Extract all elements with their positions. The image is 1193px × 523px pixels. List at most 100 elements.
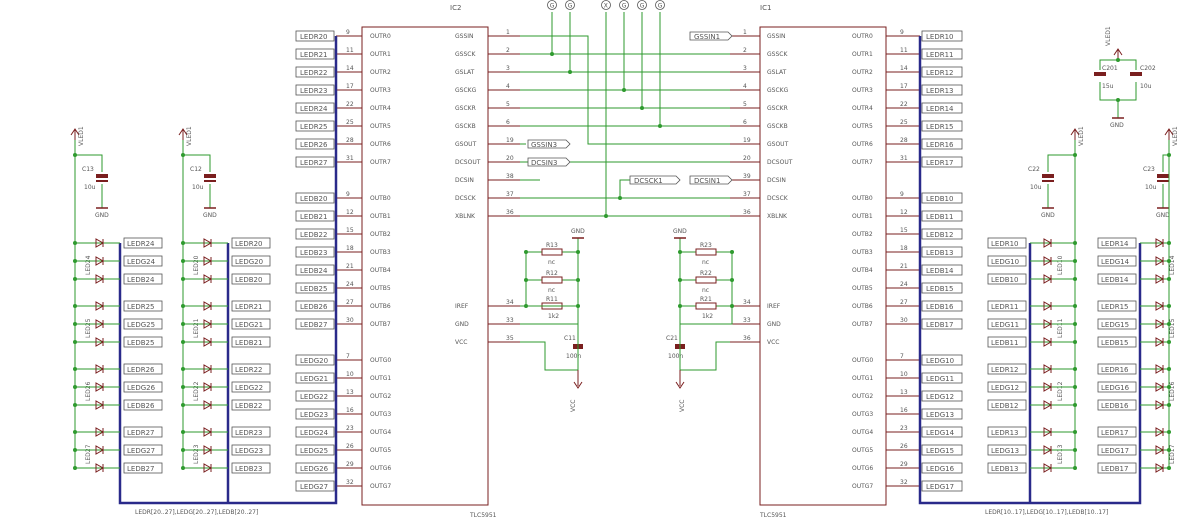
net-label-ledg25[interactable]: LEDG25 <box>295 444 335 456</box>
net-flag-gssin1[interactable]: GSSIN1 <box>689 31 733 41</box>
net-label-ledb24[interactable]: LEDB24 <box>295 264 335 276</box>
net-label-ledg11[interactable]: LEDG11 <box>921 372 963 384</box>
connector-4-g[interactable]: G <box>637 0 647 10</box>
net-label-ledb25[interactable]: LEDB25 <box>295 282 335 294</box>
net-label-ledg17[interactable]: LEDG17 <box>921 480 963 492</box>
net-label-ledb16[interactable]: LEDB16 <box>921 300 963 312</box>
net-label-ledg13[interactable]: LEDG13 <box>987 444 1027 456</box>
net-label-ledg12[interactable]: LEDG12 <box>987 381 1027 393</box>
net-label-ledr25[interactable]: LEDR25 <box>123 300 163 312</box>
net-label-ledr23[interactable]: LEDR23 <box>295 84 335 96</box>
net-label-ledg20[interactable]: LEDG20 <box>295 354 335 366</box>
net-label-ledg10[interactable]: LEDG10 <box>987 255 1027 267</box>
net-label-ledg22[interactable]: LEDG22 <box>231 381 271 393</box>
connector-3-g[interactable]: G <box>619 0 629 10</box>
net-label-ledr16[interactable]: LEDR16 <box>921 138 963 150</box>
net-label-ledg13[interactable]: LEDG13 <box>921 408 963 420</box>
net-label-ledr11[interactable]: LEDR11 <box>987 300 1027 312</box>
net-label-ledr14[interactable]: LEDR14 <box>921 102 963 114</box>
net-label-ledg10[interactable]: LEDG10 <box>921 354 963 366</box>
net-label-ledr17[interactable]: LEDR17 <box>1097 426 1137 438</box>
net-label-ledg27[interactable]: LEDG27 <box>295 480 335 492</box>
net-label-ledb22[interactable]: LEDB22 <box>231 399 271 411</box>
net-label-ledg17[interactable]: LEDG17 <box>1097 444 1137 456</box>
net-label-ledb16[interactable]: LEDB16 <box>1097 399 1137 411</box>
net-label-ledg22[interactable]: LEDG22 <box>295 390 335 402</box>
net-label-ledr11[interactable]: LEDR11 <box>921 48 963 60</box>
net-label-ledg27[interactable]: LEDG27 <box>123 444 163 456</box>
net-label-ledr15[interactable]: LEDR15 <box>921 120 963 132</box>
net-label-ledg11[interactable]: LEDG11 <box>987 318 1027 330</box>
net-flag-gssin3[interactable]: GSSIN3 <box>527 139 571 149</box>
net-label-ledb13[interactable]: LEDB13 <box>921 246 963 258</box>
net-label-ledr14[interactable]: LEDR14 <box>1097 237 1137 249</box>
net-label-ledg25[interactable]: LEDG25 <box>123 318 163 330</box>
net-label-ledb11[interactable]: LEDB11 <box>921 210 963 222</box>
net-label-ledr21[interactable]: LEDR21 <box>231 300 271 312</box>
net-label-ledr26[interactable]: LEDR26 <box>123 363 163 375</box>
net-label-ledg16[interactable]: LEDG16 <box>1097 381 1137 393</box>
net-label-ledb25[interactable]: LEDB25 <box>123 336 163 348</box>
net-label-ledr27[interactable]: LEDR27 <box>123 426 163 438</box>
net-label-ledb26[interactable]: LEDB26 <box>295 300 335 312</box>
net-label-ledb24[interactable]: LEDB24 <box>123 273 163 285</box>
net-label-ledg15[interactable]: LEDG15 <box>921 444 963 456</box>
net-label-ledr12[interactable]: LEDR12 <box>921 66 963 78</box>
net-flag-dcsck1[interactable]: DCSCK1 <box>629 175 681 185</box>
net-label-ledg14[interactable]: LEDG14 <box>921 426 963 438</box>
net-label-ledb12[interactable]: LEDB12 <box>921 228 963 240</box>
net-label-ledr12[interactable]: LEDR12 <box>987 363 1027 375</box>
net-label-ledr23[interactable]: LEDR23 <box>231 426 271 438</box>
net-label-ledb11[interactable]: LEDB11 <box>987 336 1027 348</box>
